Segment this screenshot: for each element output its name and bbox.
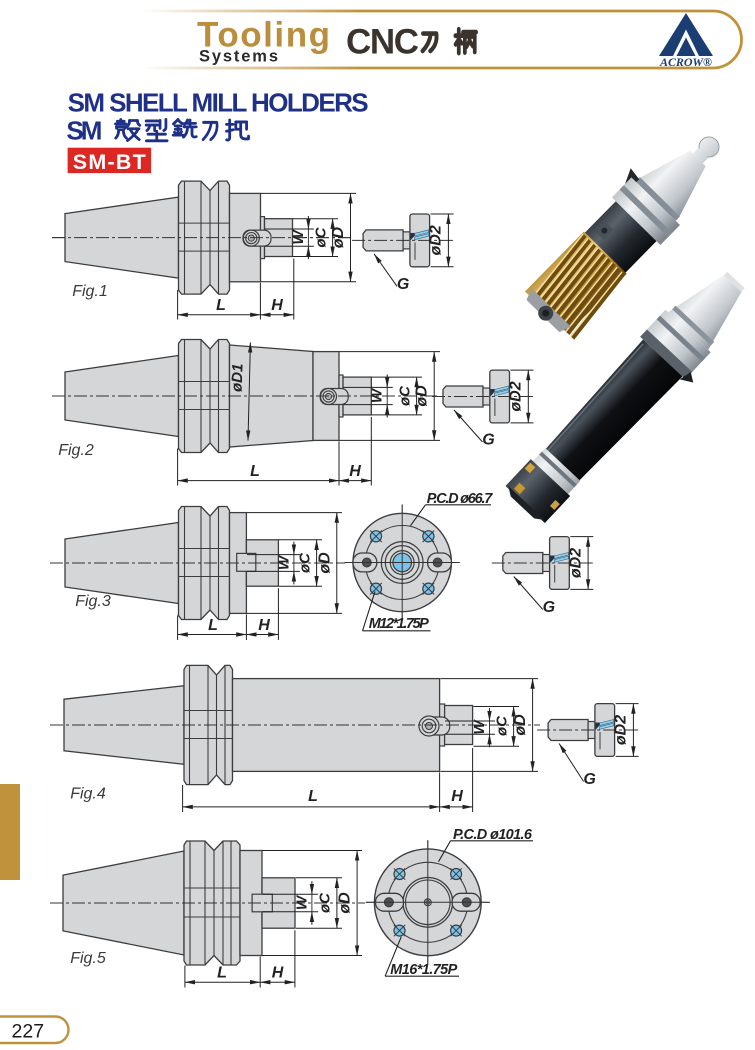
svg-text:øC: øC: [317, 892, 334, 913]
svg-text:øD: øD: [512, 714, 529, 736]
svg-text:G: G: [583, 771, 595, 788]
svg-text:L: L: [217, 965, 227, 982]
svg-text:øD2: øD2: [567, 548, 584, 578]
svg-text:SM: SM: [66, 116, 102, 146]
svg-text:P.C.D ø66.7: P.C.D ø66.7: [427, 491, 493, 507]
svg-text:øC: øC: [493, 715, 510, 736]
svg-text:G: G: [482, 432, 494, 449]
svg-text:øD2: øD2: [508, 381, 525, 411]
svg-text:Tooling: Tooling: [197, 16, 330, 55]
svg-text:L: L: [216, 297, 226, 314]
svg-text:W: W: [290, 229, 307, 245]
svg-text:ACROW®: ACROW®: [659, 55, 712, 69]
svg-text:227: 227: [12, 1020, 45, 1042]
svg-text:H: H: [272, 965, 284, 982]
svg-text:H: H: [451, 788, 463, 805]
svg-text:W: W: [275, 554, 292, 570]
svg-text:øC: øC: [396, 385, 413, 406]
svg-text:M16*1.75P: M16*1.75P: [390, 962, 457, 978]
svg-text:Fig.1: Fig.1: [72, 283, 108, 300]
svg-text:W: W: [369, 387, 386, 403]
svg-text:H: H: [349, 463, 361, 480]
svg-text:øD: øD: [337, 892, 354, 914]
svg-text:øD1: øD1: [229, 363, 247, 392]
svg-text:øD: øD: [414, 385, 431, 407]
svg-text:øC: øC: [296, 552, 313, 573]
svg-text:Fig.4: Fig.4: [70, 786, 106, 803]
svg-text:øC: øC: [312, 226, 329, 247]
svg-text:øD2: øD2: [613, 715, 630, 745]
svg-text:H: H: [271, 297, 283, 314]
svg-text:P.C.D ø101.6: P.C.D ø101.6: [453, 827, 533, 843]
svg-text:W: W: [293, 894, 310, 910]
svg-text:CNC: CNC: [346, 23, 419, 62]
svg-text:L: L: [308, 788, 318, 805]
svg-text:M12*1.75P: M12*1.75P: [369, 616, 429, 632]
svg-text:øD: øD: [316, 552, 333, 574]
svg-text:Fig.5: Fig.5: [70, 950, 106, 967]
svg-text:L: L: [208, 617, 218, 634]
svg-text:H: H: [258, 617, 270, 634]
svg-text:øD: øD: [330, 226, 347, 248]
svg-text:Fig.2: Fig.2: [58, 442, 94, 459]
svg-text:G: G: [543, 599, 555, 616]
svg-text:Fig.3: Fig.3: [75, 593, 111, 610]
svg-text:W: W: [471, 719, 488, 735]
svg-text:SM SHELL MILL HOLDERS: SM SHELL MILL HOLDERS: [68, 87, 369, 117]
svg-text:L: L: [250, 463, 260, 480]
svg-text:øD2: øD2: [428, 225, 445, 255]
svg-text:G: G: [397, 276, 409, 293]
svg-text:Systems: Systems: [199, 48, 278, 66]
svg-text:SM-BT: SM-BT: [73, 150, 146, 174]
